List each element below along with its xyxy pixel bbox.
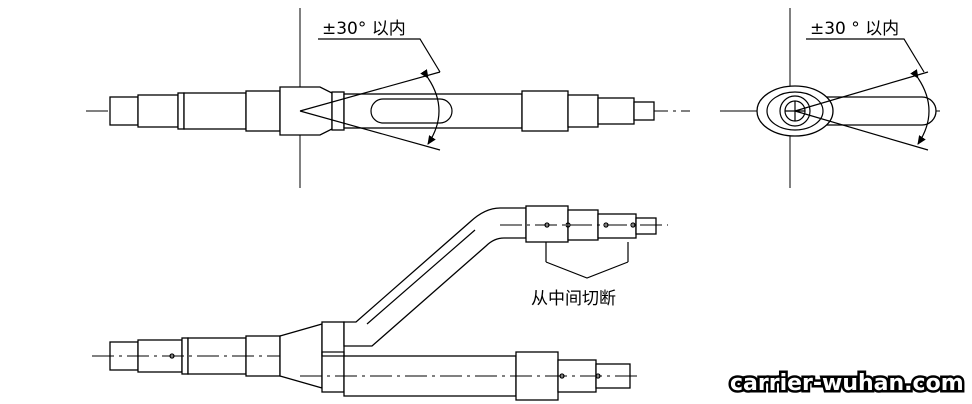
end-angle-arc xyxy=(910,69,930,145)
angle-ray-upper xyxy=(299,71,441,112)
angle-leader xyxy=(318,38,441,73)
upper-branch-pipe xyxy=(343,207,527,347)
end-view: ±30 ° 以内 xyxy=(720,8,940,188)
branch-body xyxy=(279,323,323,389)
side-view: ±30° 以内 xyxy=(86,8,690,188)
y-branch-view: 从中间切断 xyxy=(92,205,668,401)
angle-label-main: ±30° 以内 xyxy=(322,19,406,39)
joint-body xyxy=(279,86,333,136)
watermark-text: carrier-wuhan.com xyxy=(730,371,964,396)
angle-label-side: ±30 ° 以内 xyxy=(810,19,899,39)
angle-arc xyxy=(420,69,440,145)
angle-ray-lower xyxy=(299,110,441,151)
cut-note-label: 从中间切断 xyxy=(531,289,616,309)
